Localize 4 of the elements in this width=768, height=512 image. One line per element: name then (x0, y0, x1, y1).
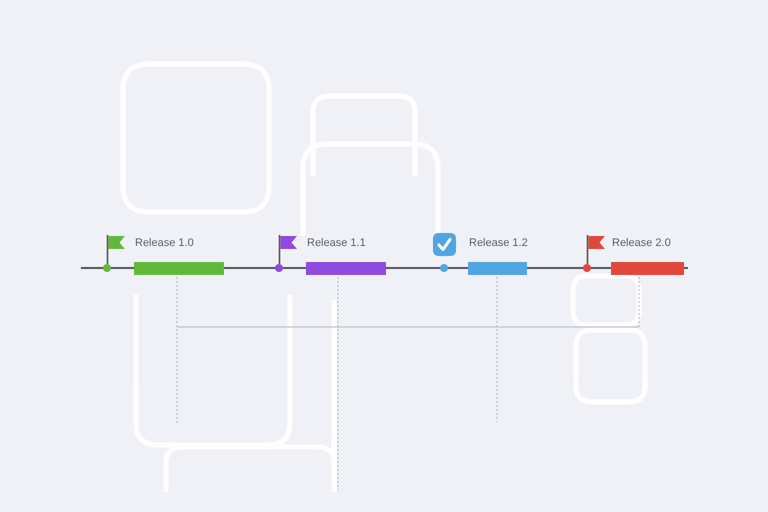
release-label: Release 1.2 (469, 236, 528, 250)
release-label: Release 1.0 (135, 236, 194, 250)
release-label: Release 2.0 (612, 236, 671, 250)
release-label: Release 1.1 (307, 236, 366, 250)
